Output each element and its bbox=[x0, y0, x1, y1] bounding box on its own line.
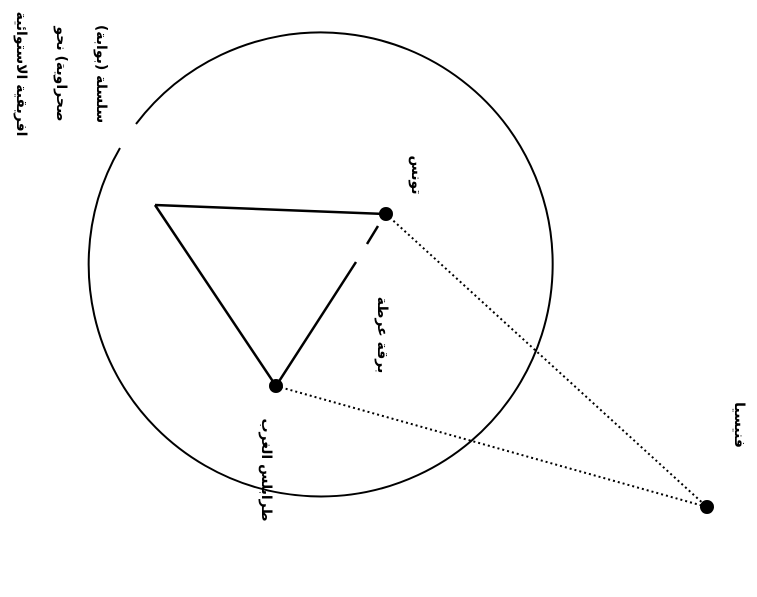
triangle-top-edge bbox=[154, 203, 387, 216]
label-tunis: تونس bbox=[408, 155, 424, 194]
label-chain-line2: صحراوية) نحو bbox=[53, 26, 69, 122]
label-chain-line1: سلسلة (بوابة) bbox=[93, 25, 109, 123]
triangle-right-edge-upper bbox=[365, 225, 380, 245]
label-bay: برقة عرطة bbox=[374, 297, 390, 373]
point-tunis bbox=[379, 207, 393, 221]
dotted-line-tunis-phoenicia bbox=[385, 213, 708, 508]
label-phoenicia: فنيسيا bbox=[731, 402, 747, 448]
point-phoenicia bbox=[700, 500, 714, 514]
triangle-left-edge bbox=[153, 204, 278, 387]
point-tripoli bbox=[269, 379, 283, 393]
triangle-right-edge-lower bbox=[274, 261, 358, 387]
dotted-line-tripoli-phoenicia bbox=[275, 385, 708, 508]
label-tripoli: طرابلس الغرب bbox=[258, 418, 274, 521]
region-circle bbox=[87, 31, 554, 498]
label-chain-line3: افريقية الاستوائية bbox=[13, 12, 29, 137]
